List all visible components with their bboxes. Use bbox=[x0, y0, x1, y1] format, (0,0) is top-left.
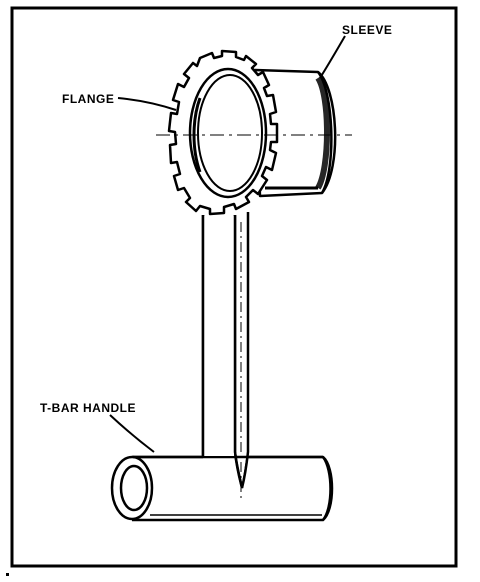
flange-label: FLANGE bbox=[62, 92, 114, 106]
sleeve-leader bbox=[319, 35, 346, 79]
sleeve-label: SLEEVE bbox=[342, 23, 392, 37]
t-bar-handle bbox=[110, 455, 334, 522]
handle-leader bbox=[109, 414, 155, 453]
t-bar-handle-label: T-BAR HANDLE bbox=[40, 401, 136, 415]
handle-left-end-bore bbox=[119, 464, 149, 512]
diagram-frame bbox=[10, 6, 458, 568]
handle-body bbox=[132, 455, 334, 522]
shaft-face bbox=[204, 216, 234, 456]
handle-right-end bbox=[321, 456, 332, 521]
flange-bore-inner bbox=[197, 74, 263, 192]
edge-mark bbox=[6, 573, 9, 576]
flange-leader bbox=[117, 97, 177, 111]
sleeve-shade bbox=[315, 76, 330, 190]
shaft-back-edge bbox=[241, 212, 249, 489]
shaft bbox=[133, 212, 323, 500]
flange bbox=[167, 49, 279, 216]
